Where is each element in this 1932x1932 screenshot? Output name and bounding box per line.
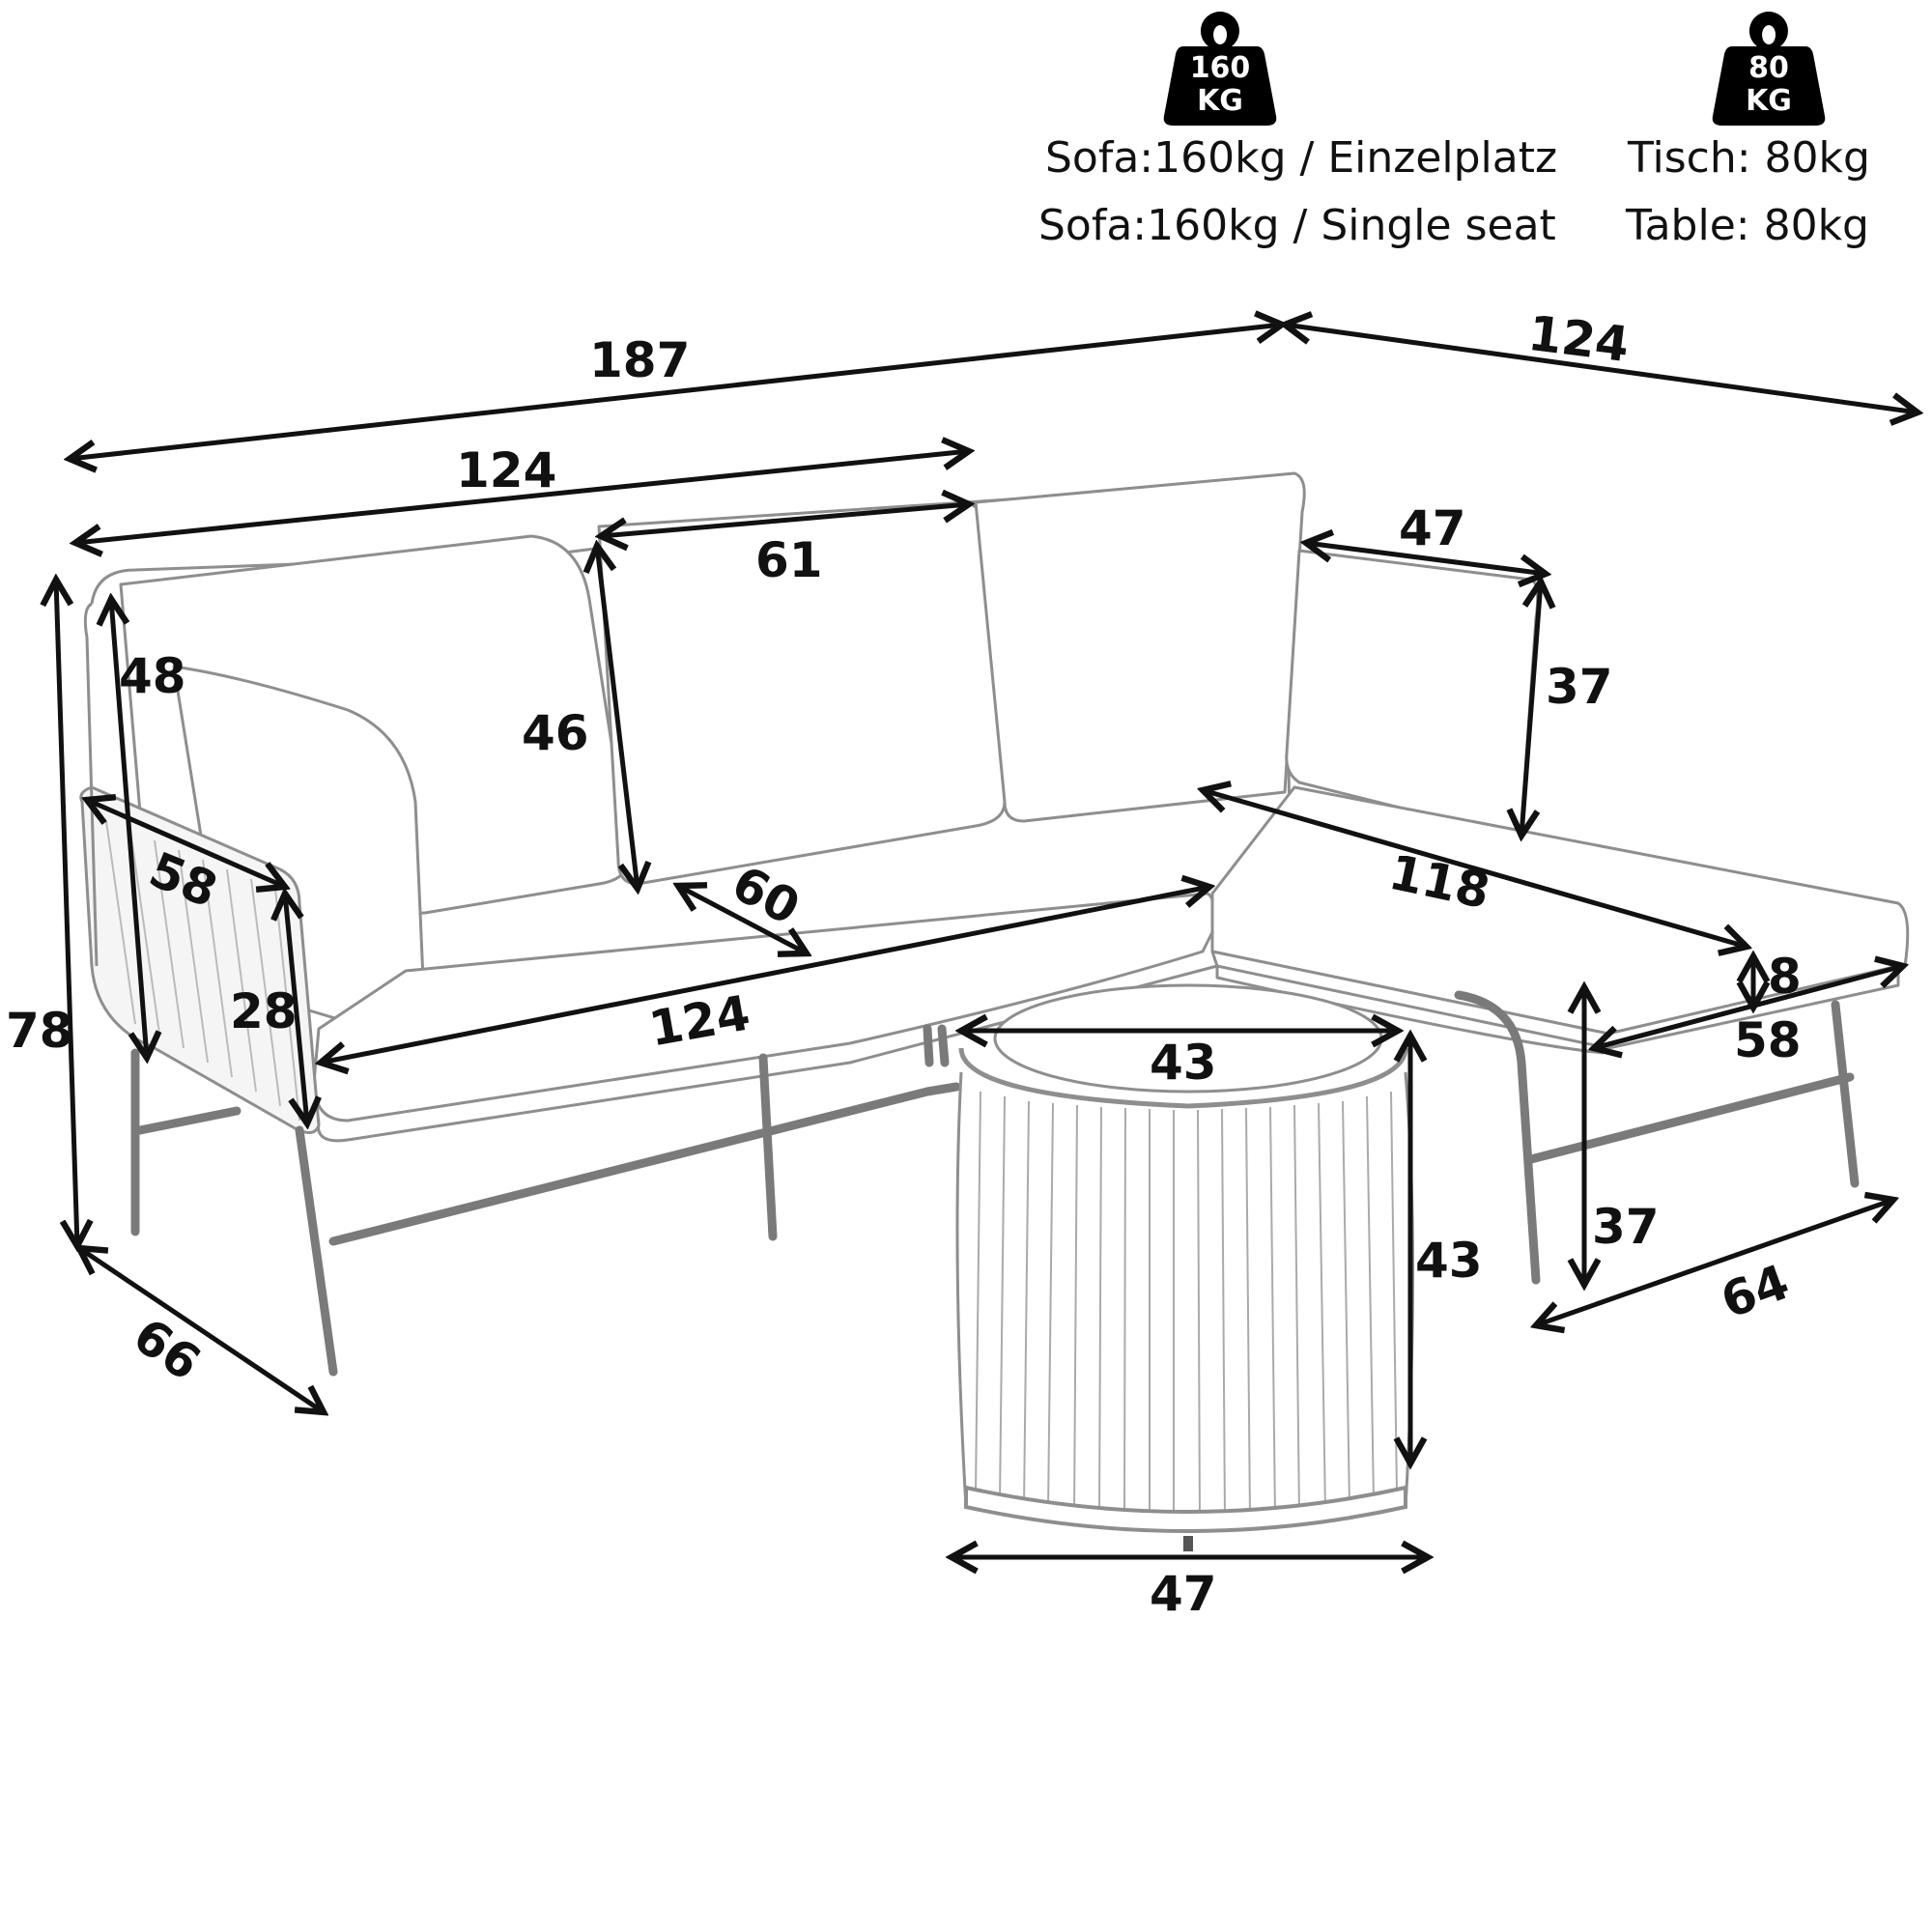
dim-124-front bbox=[321, 887, 1209, 1063]
table-weight-icon: 80 KG bbox=[1711, 8, 1827, 128]
table-base-rim bbox=[964, 1485, 1407, 1533]
sofa-weight-icon: 160 KG bbox=[1162, 8, 1278, 128]
table-strands bbox=[975, 1091, 1398, 1522]
dim-28 bbox=[285, 894, 307, 1123]
table-weight-unit: KG bbox=[1746, 84, 1792, 118]
back-cushion-right bbox=[974, 471, 1306, 823]
dim-124-chaise-top bbox=[1285, 325, 1918, 412]
label-seat-cushion-width: 61 bbox=[755, 532, 823, 588]
dim-118 bbox=[1203, 790, 1747, 947]
label-chaise-end-width: 58 bbox=[1734, 1012, 1802, 1068]
label-overall-height: 78 bbox=[6, 1003, 73, 1059]
sofa-weight-number: 160 bbox=[1189, 51, 1251, 85]
label-side-cushion-height: 37 bbox=[1546, 659, 1613, 715]
label-back-cushion-height: 46 bbox=[522, 705, 589, 761]
dim-61 bbox=[601, 504, 969, 536]
chaise-back-cushion bbox=[1285, 549, 1540, 835]
label-cushion-thickness: 8 bbox=[1768, 949, 1802, 1005]
dim-46 bbox=[597, 546, 638, 889]
label-back-height: 48 bbox=[119, 648, 186, 704]
table-weight-number: 80 bbox=[1748, 51, 1789, 85]
label-table-base-diameter: 47 bbox=[1150, 1566, 1217, 1622]
dim-47-side bbox=[1306, 543, 1546, 574]
dim-58-arm bbox=[87, 800, 285, 887]
dim-124-sofa-top bbox=[75, 451, 969, 543]
label-armrest-height: 28 bbox=[230, 983, 298, 1039]
sofa-capacity-english: Sofa:160kg / Single seat bbox=[1038, 201, 1556, 250]
sofa-weight-unit: KG bbox=[1197, 84, 1243, 118]
label-table-height: 43 bbox=[1415, 1233, 1483, 1289]
label-table-top-diameter: 43 bbox=[1150, 1035, 1217, 1091]
weight-icon bbox=[1163, 12, 1277, 126]
sofa-capacity-german: Sofa:160kg / Einzelplatz bbox=[1045, 133, 1558, 183]
label-chaise-seat-height: 37 bbox=[1592, 1199, 1660, 1255]
table-rim bbox=[958, 1047, 1408, 1109]
label-side-cushion-width: 47 bbox=[1399, 500, 1466, 556]
label-total-length: 187 bbox=[589, 332, 691, 388]
table-capacity-english: Table: 80kg bbox=[1626, 201, 1869, 250]
dim-64 bbox=[1536, 1200, 1893, 1325]
label-chaise-length-top: 124 bbox=[1524, 304, 1633, 374]
dim-66 bbox=[79, 1248, 324, 1412]
dim-58-end bbox=[1594, 966, 1903, 1048]
dim-187 bbox=[70, 325, 1282, 459]
weight-icon bbox=[1712, 12, 1826, 126]
dimension-lines bbox=[56, 325, 1918, 1557]
label-sofa-length-top: 124 bbox=[456, 442, 557, 498]
dim-78 bbox=[56, 580, 77, 1246]
table-capacity-german: Tisch: 80kg bbox=[1628, 133, 1870, 183]
